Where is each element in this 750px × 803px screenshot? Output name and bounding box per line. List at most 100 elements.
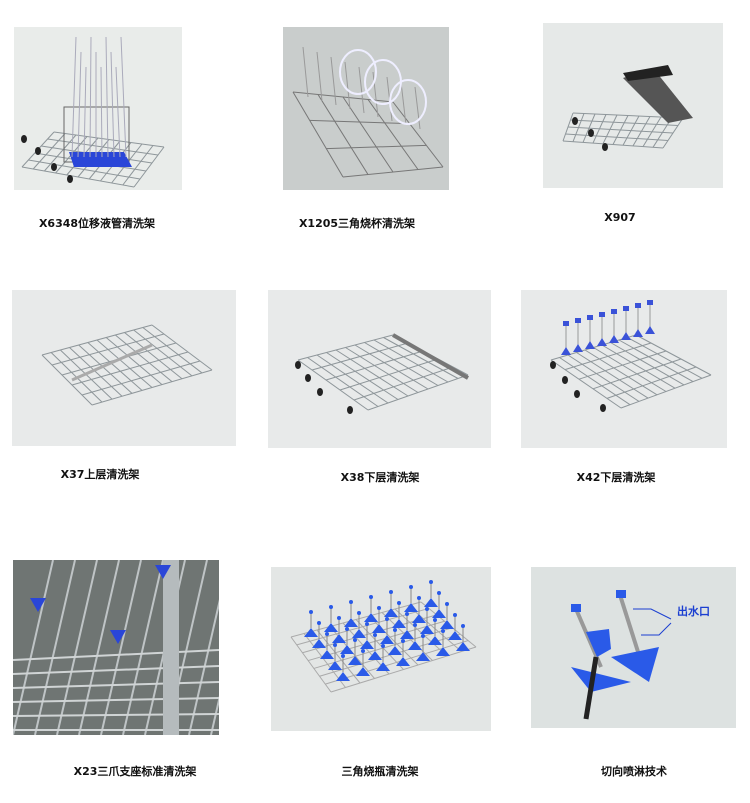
nozzle-tip xyxy=(445,602,449,606)
flask-holder xyxy=(328,661,342,670)
rack-wire xyxy=(51,333,165,366)
tripod-support xyxy=(110,630,126,644)
nozzle-tip xyxy=(341,654,345,658)
upper-rack-image xyxy=(12,290,236,446)
flask-holder xyxy=(448,631,462,640)
nozzle-tip xyxy=(421,634,425,638)
caption-x1205: X1205三角烧杯清洗架 xyxy=(298,217,416,230)
rack-wire xyxy=(593,347,667,392)
spray-arm xyxy=(71,343,153,382)
caster-wheel xyxy=(21,135,27,143)
rack-wire xyxy=(13,713,219,717)
rack-wire xyxy=(13,697,219,703)
caption-x907: X907 xyxy=(604,211,636,224)
rack-wire xyxy=(210,695,219,735)
rack-wire xyxy=(151,324,213,371)
rack-wire xyxy=(565,133,669,141)
caster-wheel xyxy=(602,143,608,151)
rack-wire xyxy=(550,359,622,409)
nozzle-tip xyxy=(575,318,581,323)
rack-wire xyxy=(330,646,477,693)
rack-wire xyxy=(592,358,682,390)
flask-holder xyxy=(440,620,454,629)
pipette xyxy=(71,36,77,158)
tripod-rack-image xyxy=(13,560,219,735)
flask-holder xyxy=(340,645,354,654)
nozzle-tip xyxy=(437,591,441,595)
support-post xyxy=(583,656,599,720)
nozzle-head xyxy=(586,629,611,657)
rack-wire xyxy=(47,138,159,156)
flask-holder xyxy=(420,625,434,634)
support-spike xyxy=(316,51,323,102)
beaker-rack-image xyxy=(283,27,449,190)
spray-fin xyxy=(611,647,659,682)
caster-wheel xyxy=(562,376,568,384)
pipette xyxy=(77,51,82,158)
panel-background xyxy=(521,290,727,448)
caster-wheel xyxy=(67,175,73,183)
nozzle-tip xyxy=(345,627,349,631)
nozzle-holder xyxy=(633,329,643,337)
flask-holder xyxy=(304,628,318,637)
nozzle-tip xyxy=(563,321,569,326)
outlet-tip xyxy=(571,604,581,612)
rack-wire xyxy=(309,119,410,125)
nozzle-tip xyxy=(647,300,653,305)
nozzle-tip xyxy=(325,632,329,636)
rack-wire xyxy=(41,354,93,406)
rack-wire xyxy=(564,342,652,371)
support-spike xyxy=(358,66,365,114)
nozzle-tip xyxy=(365,622,369,626)
rack-wire xyxy=(576,352,649,399)
support-spike xyxy=(344,61,351,110)
nozzle-tip xyxy=(425,607,429,611)
nozzle-tip xyxy=(441,629,445,633)
side-rail xyxy=(392,333,469,380)
flask-holder xyxy=(356,667,370,676)
caster-wheel xyxy=(600,404,606,412)
nozzle-tip xyxy=(317,621,321,625)
rack-wire xyxy=(13,560,54,735)
rack-wire xyxy=(325,350,424,381)
product-panel-x907 xyxy=(543,23,723,188)
panel-background xyxy=(531,567,736,728)
rack-wire xyxy=(394,608,448,657)
rack-wire xyxy=(392,101,444,168)
caption-x37: X37上层清洗架 xyxy=(60,468,140,481)
nozzle-tip xyxy=(361,649,365,653)
panel-background xyxy=(283,27,449,190)
nozzle-holder xyxy=(609,335,619,343)
rack-wire xyxy=(326,144,427,150)
tray-top xyxy=(623,65,673,81)
center-post xyxy=(163,560,179,735)
rack-wire xyxy=(308,620,445,662)
caption-x23: X23三爪支座标准清洗架 xyxy=(73,765,197,778)
nozzle-tip xyxy=(409,585,413,589)
rack-wire xyxy=(355,619,404,670)
flask-holder xyxy=(384,608,398,617)
rack-wire xyxy=(307,357,379,407)
flask-holder xyxy=(344,618,358,627)
lower-rack-x42-image xyxy=(521,290,727,448)
rack-wire xyxy=(122,145,154,186)
caster-wheel xyxy=(35,147,41,155)
pipette xyxy=(100,66,103,158)
rack-wire xyxy=(635,334,712,376)
rack-wire xyxy=(367,99,419,170)
flask-holder xyxy=(360,640,374,649)
spray-fin xyxy=(571,667,631,692)
product-panel-spray xyxy=(531,567,736,728)
flask-holder xyxy=(376,662,390,671)
nozzle-tip xyxy=(377,606,381,610)
rack-wire xyxy=(562,140,664,149)
product-panel-x6348 xyxy=(14,27,182,190)
nozzle-tip xyxy=(337,616,341,620)
rack-wire xyxy=(335,349,409,397)
pipette xyxy=(83,66,87,158)
tripod-support xyxy=(30,598,46,612)
nozzle-tip xyxy=(433,618,437,622)
rack-wire xyxy=(297,359,369,411)
flask-holder xyxy=(404,603,418,612)
flask-holder xyxy=(372,624,386,633)
